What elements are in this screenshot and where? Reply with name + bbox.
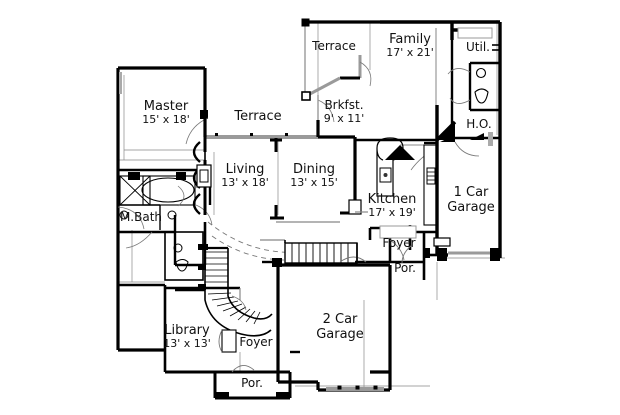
misc-walls xyxy=(203,222,358,264)
stair-and-hall xyxy=(163,242,358,372)
terrace-walls xyxy=(203,18,380,139)
dining-walls xyxy=(276,135,362,223)
utility-halfbath-walls xyxy=(440,20,502,157)
library-foyer-walls xyxy=(165,286,300,400)
garage-one-walls xyxy=(435,140,502,261)
right-foyer-walls xyxy=(339,225,451,280)
